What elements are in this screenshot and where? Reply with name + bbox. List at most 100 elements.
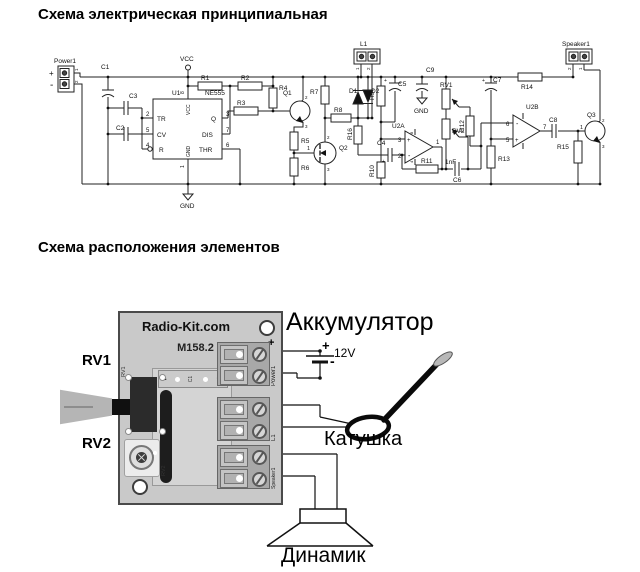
schematic-label: 8 xyxy=(409,131,414,134)
terminal-screw xyxy=(252,401,267,417)
schematic-label: 1nF xyxy=(445,159,456,166)
rv1-shaft xyxy=(112,399,130,415)
terminal-screw xyxy=(252,423,267,439)
schematic-label: CV xyxy=(157,132,167,139)
schematic-label: 1 xyxy=(436,140,440,146)
schematic-title: Схема электрическая принципиальная xyxy=(38,6,328,23)
terminal-screw xyxy=(252,449,267,465)
schematic-label: R13 xyxy=(498,156,510,163)
schematic-label: 8 xyxy=(180,91,186,94)
terminal-screw xyxy=(252,346,267,362)
external-wires xyxy=(283,349,353,509)
schematic-label: 1 xyxy=(180,165,186,168)
cap-pad-left xyxy=(175,376,181,382)
schematic-label: RV1 xyxy=(440,82,453,89)
schematic-diagram: Power1+-12C1C3C2VCCU1NE555TRCVRQDISTHRVC… xyxy=(49,41,606,210)
schematic-label: C8 xyxy=(549,117,558,124)
schematic-label: C6 xyxy=(453,177,462,184)
rv1-external-label: RV1 xyxy=(82,352,111,369)
schematic-label: GND xyxy=(414,108,429,115)
terminal-screw xyxy=(252,471,267,487)
schematic-label: 6 xyxy=(226,143,230,149)
vcc-symbol xyxy=(185,64,191,71)
schematic-label: 1 xyxy=(74,68,79,71)
speaker-symbol xyxy=(266,508,374,547)
u2b-opamp xyxy=(512,114,541,148)
schematic-label: 2 xyxy=(602,118,605,123)
schematic-label: GND xyxy=(186,146,192,158)
speaker-label: Динамик xyxy=(281,544,366,567)
junction-dots xyxy=(106,75,602,186)
schematic-label: C3 xyxy=(129,93,138,100)
schematic-label: R8 xyxy=(334,107,343,114)
schematic-label: R5 xyxy=(301,138,310,145)
schematic-label: - xyxy=(516,121,519,128)
schematic-label: R7 xyxy=(310,89,319,96)
schematic-label: R9 xyxy=(369,91,376,100)
schematic-label: 2 xyxy=(74,80,79,83)
schematic-label: - xyxy=(50,80,53,91)
schematic-label: 6 xyxy=(506,122,510,128)
u2a-opamp xyxy=(404,130,435,164)
terminal-block-power1 xyxy=(217,342,270,386)
schematic-label: C5 xyxy=(398,81,407,88)
rv1-silkscreen: RV1 xyxy=(121,366,127,377)
terminal-block-l1 xyxy=(217,397,270,441)
mount-hole-bottom xyxy=(132,479,148,495)
terminal-block-speaker1 xyxy=(217,445,270,489)
schematic-label: C1 xyxy=(101,64,110,71)
schematic-label: C9 xyxy=(426,67,435,74)
rv2-external-label: RV2 xyxy=(82,435,111,452)
terminal-label-l1: L1 xyxy=(271,434,277,441)
terminal-plunger xyxy=(220,366,248,385)
schematic-label: D1 xyxy=(349,88,358,95)
terminal-label-speaker1: Speaker1 xyxy=(271,467,277,489)
schematic-label: GND xyxy=(180,203,195,210)
reset-bubble xyxy=(147,146,153,152)
schematic-label: R1 xyxy=(201,75,210,82)
schematic-label: R12 xyxy=(459,120,466,132)
schematic-label: 2 xyxy=(567,67,572,70)
schematic-label: R11 xyxy=(421,158,433,165)
ne555-ic xyxy=(152,98,223,160)
board-model: M158.2 xyxy=(177,342,214,354)
rv1-pad xyxy=(159,428,166,435)
schematic-label: D2 xyxy=(371,88,380,95)
schematic-label: 2 xyxy=(305,95,308,100)
electrolytic-capacitor xyxy=(160,390,172,483)
schematic-label: - xyxy=(408,153,411,160)
schematic-label: R6 xyxy=(301,165,310,172)
schematic-label: R10 xyxy=(369,165,376,177)
arrowheads xyxy=(296,99,600,156)
pcb-board: Radio-Kit.com M158.2 - C1 + RV1 xyxy=(60,311,283,505)
schematic-label: Q1 xyxy=(283,90,292,97)
schematic-wires xyxy=(74,64,601,194)
rv2-pad xyxy=(153,451,157,455)
terminal-screw xyxy=(252,368,267,384)
battery-minus-label: - xyxy=(330,353,335,369)
rv1-pad xyxy=(125,428,132,435)
schematic-label: R16 xyxy=(347,128,354,140)
schematic-label: 2 xyxy=(327,135,330,140)
schematic-label: TR xyxy=(157,116,166,123)
layout-title: Схема расположения элементов xyxy=(38,239,280,256)
gnd-symbol-2 xyxy=(415,97,429,105)
schematic-label: U1 xyxy=(172,90,181,97)
schematic-label: Q3 xyxy=(587,112,596,119)
rv1-pad xyxy=(125,374,132,381)
schematic-label: 3 xyxy=(305,124,308,129)
terminal-plunger xyxy=(220,421,248,440)
schematic-label: 1 xyxy=(307,146,310,152)
schematic-label: R4 xyxy=(279,85,288,92)
terminal-plunger xyxy=(220,448,248,467)
schematic-label: Q xyxy=(211,116,216,123)
terminal-plunger xyxy=(220,345,248,364)
schematic-label: R2 xyxy=(241,75,250,82)
schematic-label: R15 xyxy=(557,144,569,151)
schematic-label: + xyxy=(407,138,411,144)
mount-hole-top xyxy=(259,320,275,336)
schematic-label: L1 xyxy=(360,41,368,48)
schematic-label: 7 xyxy=(226,128,230,134)
cap-ref: C1 xyxy=(188,375,195,383)
